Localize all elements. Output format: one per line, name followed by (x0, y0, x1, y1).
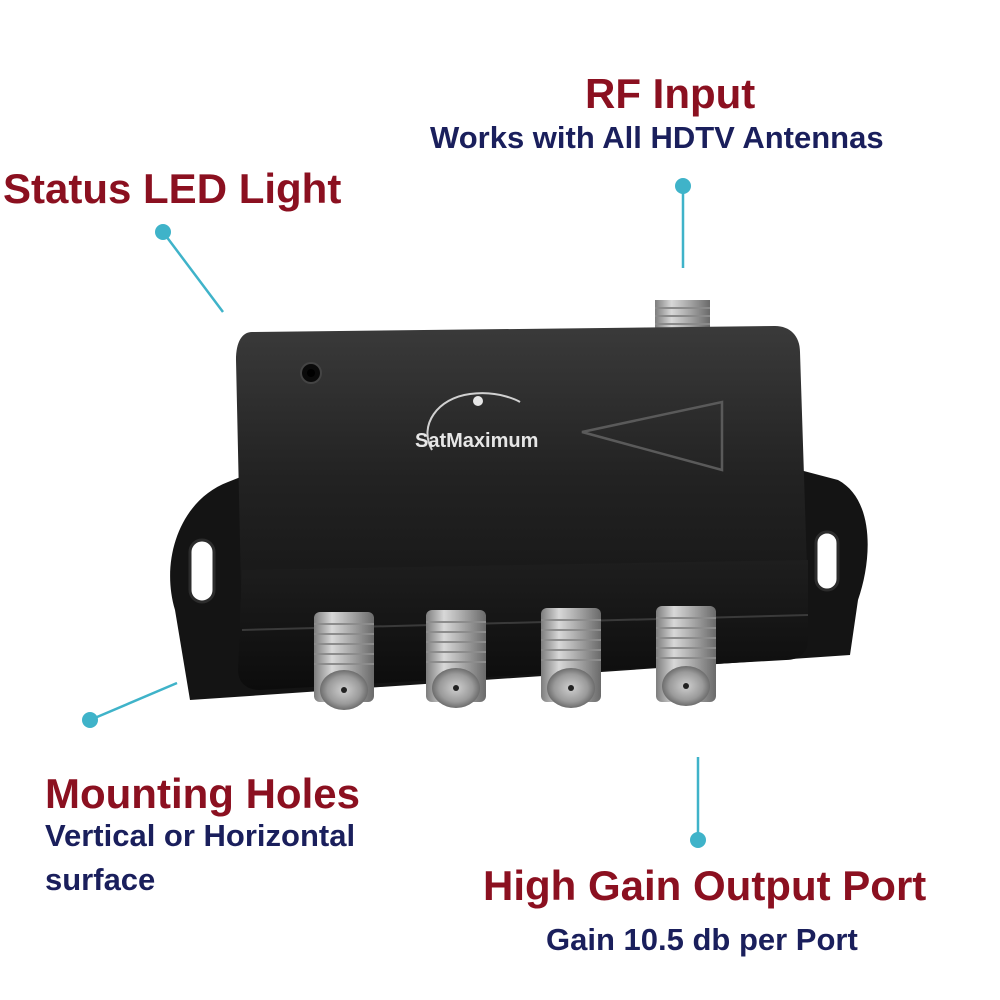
status-led-dot (155, 224, 171, 240)
rf-input-title: RF Input (585, 70, 756, 117)
output-port-dot (690, 832, 706, 848)
rf-input-dot (675, 178, 691, 194)
leader-lines (82, 178, 706, 848)
mounting-holes-subtitle-2: surface (45, 862, 156, 897)
output-port-2 (426, 610, 486, 708)
output-port-1 (314, 612, 374, 710)
output-port-3 (541, 608, 601, 708)
direction-arrow (581, 400, 724, 472)
mounting-hole-left (188, 538, 216, 604)
output-port-subtitle: Gain 10.5 db per Port (546, 922, 858, 957)
status-led-leader (162, 231, 224, 313)
output-ports (314, 606, 716, 710)
mounting-holes-subtitle-1: Vertical or Horizontal (45, 818, 356, 853)
mounting-dot (82, 712, 98, 728)
mounting-hole-right (814, 530, 840, 592)
mounting-holes-title: Mounting Holes (45, 770, 360, 817)
satmaximum-logo: SatMaximum (415, 392, 538, 452)
rf-input-subtitle: Works with All HDTV Antennas (430, 120, 884, 155)
mounting-leader (89, 681, 178, 722)
output-port-title: High Gain Output Port (483, 862, 927, 909)
logo-text: SatMaximum (415, 430, 538, 452)
output-port-4 (656, 606, 716, 706)
status-led-title: Status LED Light (3, 165, 342, 212)
